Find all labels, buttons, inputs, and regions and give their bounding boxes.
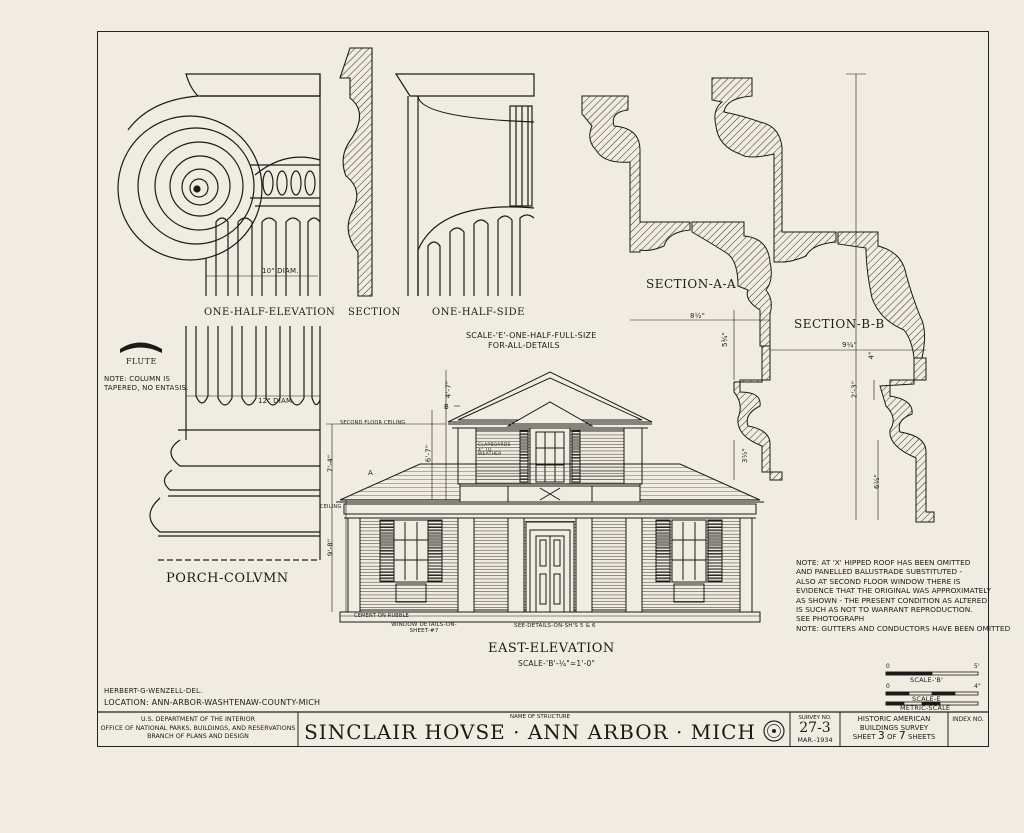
scale-zero-2: 0: [886, 683, 891, 690]
porch-column-drawing: [149, 326, 321, 561]
metric-scale-label: METRIC-SCALE: [900, 704, 951, 712]
name-of-structure-label: NAME OF STRUCTURE: [509, 714, 571, 720]
note-line: NOTE: GUTTERS AND CONDUCTORS HAVE BEEN O…: [796, 623, 1011, 633]
habs-line2: BUILDINGS SURVEY: [859, 723, 929, 732]
label-cement: CEMENT ON RUBBLE: [354, 613, 409, 619]
label-diam-top: 10" DIAM.: [262, 267, 299, 275]
column-note-line2: TAPERED, NO ENTASIS.: [104, 384, 189, 392]
sheet-count: SHEET 3 OF 7 SHEETS: [842, 729, 946, 742]
dim-9-8: 9'-8": [326, 538, 335, 557]
label-flute: FLUTE: [126, 357, 157, 366]
index-no-label: INDEX NO.: [952, 716, 984, 723]
scale-bars: [885, 671, 979, 706]
label-section-bb: SECTION-B-B: [794, 317, 885, 331]
general-note: NOTE: AT 'X' HIPPED ROOF HAS BEEN OMITTE…: [796, 558, 1010, 633]
sheet-total: 7: [898, 729, 906, 742]
note-line: AS SHOWN - THE PRESENT CONDITION AS ALTE…: [796, 595, 988, 605]
section-bb-drawing: [711, 77, 935, 523]
marker-a: A: [368, 469, 373, 477]
agency-line2: OFFICE OF NATIONAL PARKS, BUILDINGS, AND…: [100, 724, 296, 732]
structure-title: SINCLAIR HOVSE · ANN ARBOR · MICH: [304, 720, 756, 744]
scale-zero-1: 0: [886, 663, 891, 670]
label-clapboards: CLAPBOARDS 4" TO WEATHER: [478, 443, 511, 457]
flute-profile: [120, 342, 162, 353]
label-one-half-elevation: ONE-HALF-ELEVATION: [204, 307, 336, 318]
agency-line1: U.S. DEPARTMENT OF THE INTERIOR: [141, 716, 255, 723]
dim-6-7: 6'-7": [424, 444, 433, 463]
capital-section-drawing: [339, 47, 373, 297]
dim-4: 4": [867, 351, 876, 360]
note-line: IS SUCH AS NOT TO WARRANT REPRODUCTION.: [796, 605, 973, 615]
marker-b: B: [444, 403, 450, 411]
label-second-floor-ceiling: SECOND FLOOR CEILING: [340, 420, 406, 426]
label-section: SECTION: [348, 307, 401, 318]
sheet-prefix: SHEET: [852, 733, 876, 741]
note-line: AND PANELLED BALUSTRADE SUBSTITUTED -: [796, 567, 963, 577]
habs-seal-icon: [763, 720, 785, 742]
sheet-number: 3: [877, 729, 885, 742]
label-section-aa: SECTION-A-A: [646, 277, 737, 291]
dim-4-7: 4'-7": [444, 380, 453, 399]
survey-no-label: SURVEY NO.: [798, 715, 832, 721]
scale-four: 4": [974, 683, 981, 690]
dim-6-half: 6½": [873, 473, 882, 490]
survey-number: 27-3: [799, 720, 831, 736]
delineator: HERBERT-G-WENZELL-DEL.: [104, 687, 203, 695]
capital-elevation-drawing: [117, 73, 321, 296]
label-east-elevation: EAST-ELEVATION: [488, 641, 615, 656]
survey-date: MAR.-1934: [797, 736, 833, 744]
dim-3-half: 3½": [741, 447, 750, 464]
label-window-details: WINDOW DETAILS-ON-SHEET-#7: [391, 622, 457, 634]
scale-e-label: SCALE-E: [912, 695, 941, 703]
label-ceiling: CEILING: [320, 504, 342, 510]
scale-b-label: SCALE-'B': [910, 676, 944, 684]
title-block-lines: [98, 711, 988, 746]
dim-8-half: 8½": [690, 312, 706, 320]
agency-block: U.S. DEPARTMENT OF THE INTERIOR OFFICE O…: [100, 716, 296, 742]
dim-9-quarter: 9¼": [842, 341, 858, 349]
note-line: ALSO AT SECOND FLOOR WINDOW THERE IS: [796, 576, 961, 586]
sheet-suffix: SHEETS: [908, 733, 936, 741]
drawing-border: [97, 31, 989, 747]
elevation-dimension-lines: [326, 370, 460, 612]
label-one-half-side: ONE-HALF-SIDE: [432, 307, 525, 318]
scale-five: 5': [974, 663, 980, 670]
label-for-all-details: FOR-ALL-DETAILS: [488, 341, 560, 350]
label-scale-e: SCALE-'E'-ONE-HALF-FULL-SIZE: [466, 331, 597, 340]
column-note-line1: NOTE: COLUMN IS: [104, 375, 171, 383]
habs-line1: HISTORIC AMERICAN: [857, 715, 931, 723]
agency-line3: BRANCH OF PLANS AND DESIGN: [147, 733, 249, 740]
east-elevation-drawing: [336, 371, 764, 623]
dim-2-3: 2'-3": [850, 380, 859, 399]
habs-block: HISTORIC AMERICAN BUILDINGS SURVEY SHEET…: [842, 715, 946, 742]
label-east-scale: SCALE-'B'-¼"=1'-0": [518, 659, 596, 668]
section-dimension-lines: [630, 73, 926, 520]
label-diam-bottom: 12" DIAM.: [258, 397, 295, 405]
note-line: EVIDENCE THAT THE ORIGINAL WAS APPROXIMA…: [796, 586, 991, 596]
section-aa-drawing: [581, 95, 783, 481]
note-line: SEE PHOTOGRAPH: [796, 614, 865, 624]
location: LOCATION: ANN-ARBOR-WASHTENAW-COUNTY-MIC…: [104, 698, 321, 707]
sheet-of: OF: [887, 733, 897, 741]
capital-side-drawing: [394, 73, 535, 296]
dim-7-4: 7'-4": [326, 454, 335, 473]
dim-5-3q: 5¾": [721, 331, 730, 348]
label-porch-column: PORCH-COLVMN: [166, 571, 289, 586]
label-see-details: SEE-DETAILS-ON-SH'S 5 & 6: [514, 623, 596, 629]
note-line: NOTE: AT 'X' HIPPED ROOF HAS BEEN OMITTE…: [796, 558, 971, 567]
